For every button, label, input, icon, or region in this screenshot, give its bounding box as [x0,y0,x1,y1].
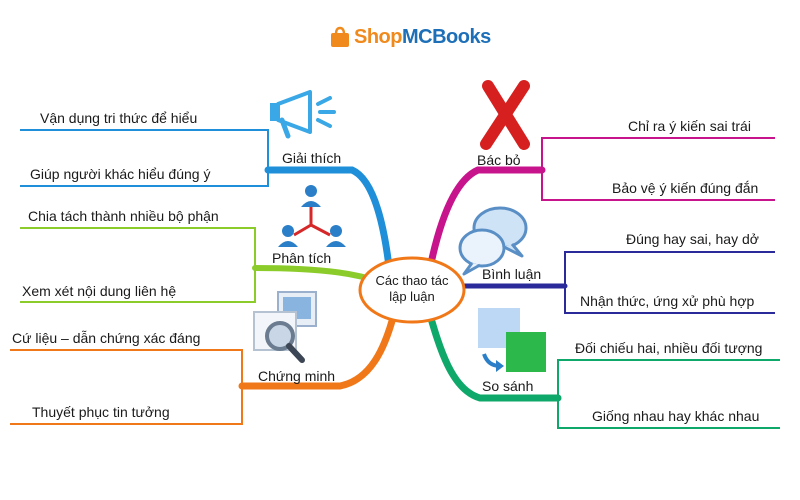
megaphone-icon [270,90,336,139]
branch-line-chung-minh [238,306,399,390]
brand-name: ShopMCBooks [354,26,491,49]
branch-label-bac-bo: Bác bỏ [477,152,521,168]
leaf-phan-tich-1: Chia tách thành nhiều bộ phận [28,208,219,224]
red-x-icon [480,80,530,150]
brand-logo: ShopMCBooks [330,24,491,50]
shopping-bag-icon [331,26,349,47]
speech-bubbles-icon [458,206,528,276]
branch-line-bac-bo [426,166,546,272]
branch-line-so-sanh [424,304,562,402]
center-node [358,256,466,324]
branch-label-chung-minh: Chứng minh [258,368,336,384]
branch-label-giai-thich: Giải thích [282,150,342,166]
center-line-2: lập luận [389,289,435,304]
branch-label-so-sanh: So sánh [482,378,534,394]
brand-name-part2: MCBooks [402,25,491,48]
leaf-giai-thich-1: Vận dụng tri thức để hiểu [40,110,198,126]
leaf-bac-bo-2: Bảo vệ ý kiến đúng đắn [612,180,759,196]
leaf-chung-minh-1: Cứ liệu – dẫn chứng xác đáng [12,330,201,346]
leaf-so-sanh-1: Đối chiếu hai, nhiều đối tượng [575,340,763,356]
child-line-chung-minh [10,349,243,425]
child-line-so-sanh [557,359,780,429]
leaf-phan-tich-2: Xem xét nội dung liên hệ [22,283,177,299]
leaf-chung-minh-2: Thuyết phục tin tưởng [32,404,170,420]
leaf-binh-luan-1: Đúng hay sai, hay dở [626,231,759,247]
brand-name-part1: Shop [354,25,403,48]
leaf-bac-bo-1: Chỉ ra ý kiến sai trái [628,118,751,134]
child-line-giai-thich [20,129,269,187]
leaf-so-sanh-2: Giống nhau hay khác nhau [592,408,760,424]
magnifier-picture-icon [253,291,317,363]
leaf-giai-thich-2: Giúp người khác hiểu đúng ý [30,166,211,182]
branch-line-giai-thich [264,166,394,279]
branch-label-phan-tich: Phân tích [272,250,332,266]
child-line-phan-tich [20,227,256,303]
branch-label-binh-luan: Bình luận [482,266,542,282]
compare-squares-icon [478,308,546,372]
leaf-binh-luan-2: Nhận thức, ứng xử phù hợp [580,293,755,309]
child-line-bac-bo [541,137,775,201]
center-node-label: Các thao tác lập luận [362,273,462,305]
child-line-binh-luan [564,251,775,314]
center-line-1: Các thao tác [375,273,449,288]
people-network-icon [278,185,346,247]
